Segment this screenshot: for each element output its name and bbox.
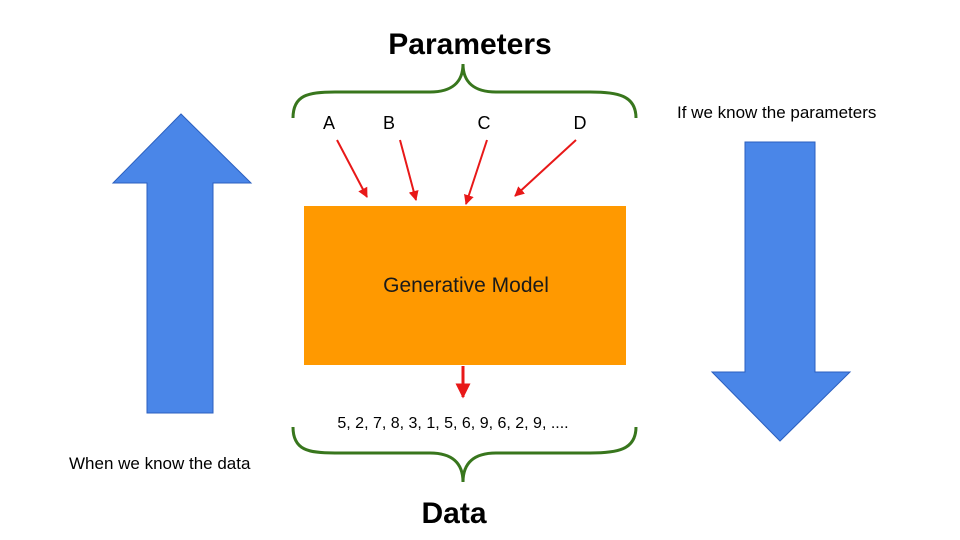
parameter-label-a: A — [323, 113, 335, 133]
parameters-brace — [291, 63, 638, 119]
parameters-title: Parameters — [388, 28, 551, 61]
parameter-arrow-b — [399, 139, 419, 201]
left-side-label: When we know the data — [69, 454, 251, 473]
parameter-arrow-c — [464, 139, 488, 205]
data-title: Data — [421, 497, 486, 530]
inference-up-arrow — [111, 113, 253, 414]
parameter-arrow-d — [514, 139, 577, 197]
right-side-label: If we know the parameters — [677, 103, 876, 122]
parameter-arrow-a — [336, 139, 368, 198]
generative-model-box — [304, 206, 626, 365]
parameter-label-b: B — [383, 113, 395, 133]
parameter-label-d: D — [574, 113, 587, 133]
parameter-label-c: C — [478, 113, 491, 133]
generative-model-label: Generative Model — [383, 274, 549, 297]
data-sequence: 5, 2, 7, 8, 3, 1, 5, 6, 9, 6, 2, 9, .... — [337, 415, 568, 432]
generation-down-arrow — [710, 141, 852, 442]
data-brace — [291, 426, 638, 483]
